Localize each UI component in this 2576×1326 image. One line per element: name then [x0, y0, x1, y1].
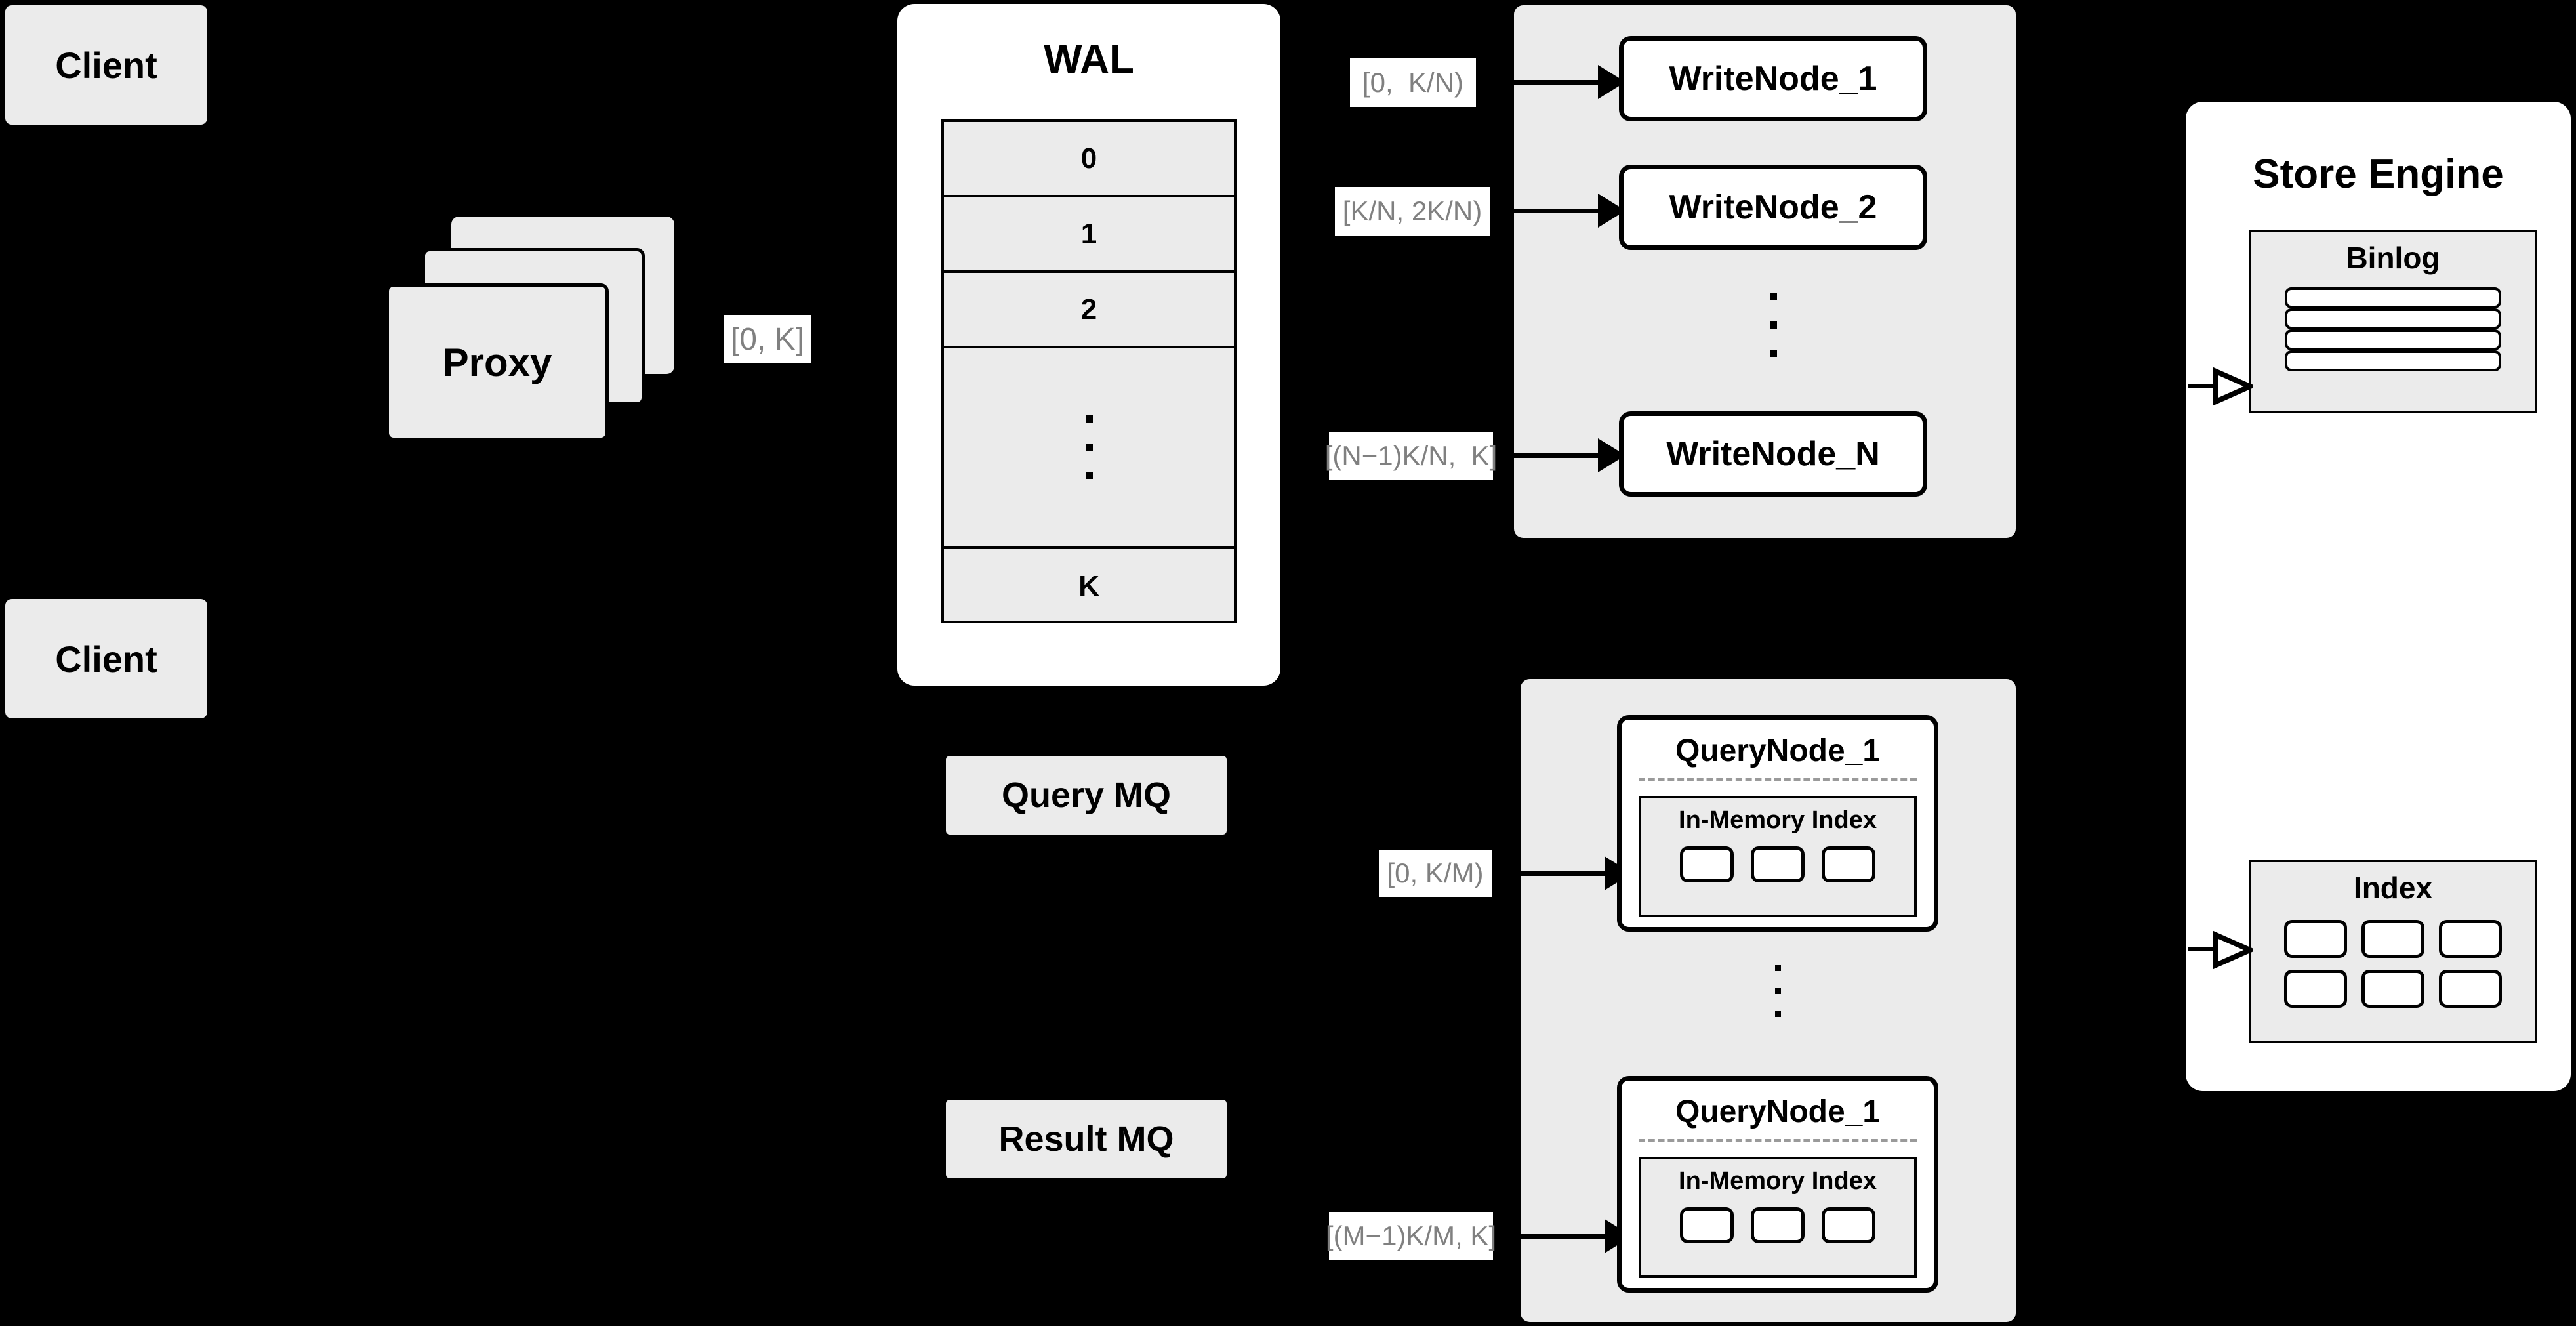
result-mq-box[interactable]: Result MQ	[946, 1100, 1227, 1178]
write-range-text-2: [K/N, 2K/N)	[1342, 196, 1482, 226]
binlog-arrow-head-icon	[2213, 367, 2253, 406]
store-engine-title: Store Engine	[2186, 151, 2571, 197]
write-node-n[interactable]: WriteNode_N	[1619, 411, 1927, 497]
query-range-label-1: [0, K/M)	[1379, 850, 1492, 897]
query-node-2-title: QueryNode_1	[1622, 1094, 1934, 1130]
write-node-1-label: WriteNode_1	[1669, 60, 1877, 98]
wal-row-1: 1	[944, 197, 1234, 273]
wal-range-text: [0, K]	[730, 321, 805, 357]
query-mq-box[interactable]: Query MQ	[946, 756, 1227, 835]
query-node-2-index-title-text: In-Memory Index	[1679, 1167, 1877, 1195]
query-range-text-1: [0, K/M)	[1387, 858, 1484, 888]
query-node-1-index-title-text: In-Memory Index	[1679, 806, 1877, 834]
write-node-1[interactable]: WriteNode_1	[1619, 36, 1927, 121]
write-node-2[interactable]: WriteNode_2	[1619, 165, 1927, 250]
wal-row-0-text: 0	[1080, 142, 1097, 175]
write-range-label-1: [0, K/N)	[1350, 58, 1476, 107]
write-arrow-line-2	[1514, 209, 1599, 213]
wal-row-2-text: 2	[1080, 293, 1097, 325]
write-range-label-n: [(N−1)K/N, K]	[1325, 432, 1497, 480]
query-node-2-index-cell-1[interactable]	[1680, 1207, 1734, 1243]
store-engine-title-text: Store Engine	[2253, 152, 2504, 197]
query-node-1-title: QueryNode_1	[1622, 733, 1934, 769]
index-cell-5[interactable]	[2361, 970, 2424, 1008]
query-node-1-separator	[1639, 778, 1917, 781]
query-node-2-index: In-Memory Index	[1639, 1157, 1917, 1278]
write-range-text-1: [0, K/N)	[1362, 67, 1464, 98]
index-cell-4[interactable]	[2284, 970, 2347, 1008]
wal-range-label: [0, K]	[724, 315, 811, 363]
binlog-arrow-line	[2188, 384, 2215, 388]
wal-row-k: K	[944, 549, 1234, 624]
wal-title-text: WAL	[1044, 37, 1134, 82]
query-node-2-index-cell-3[interactable]	[1822, 1207, 1875, 1243]
index-title-text: Index	[2353, 871, 2433, 905]
index-cell-3[interactable]	[2439, 920, 2502, 958]
query-node-2-index-title: In-Memory Index	[1641, 1167, 1914, 1195]
client-box-2[interactable]: Client	[5, 599, 207, 718]
query-node-1-index-cell-3[interactable]	[1822, 846, 1875, 882]
index-cell-1[interactable]	[2284, 920, 2347, 958]
query-node-2-separator	[1639, 1139, 1917, 1142]
client-label-2: Client	[55, 638, 157, 680]
proxy-label: Proxy	[442, 340, 552, 384]
wal-title: WAL	[897, 36, 1280, 83]
index-arrow-head-icon	[2213, 930, 2253, 970]
write-arrow-line-n	[1514, 453, 1599, 458]
write-node-2-label: WriteNode_2	[1669, 188, 1877, 226]
result-mq-label: Result MQ	[998, 1119, 1174, 1159]
query-node-2-label: QueryNode_1	[1675, 1094, 1881, 1129]
query-node-2[interactable]: QueryNode_1 In-Memory Index	[1617, 1076, 1938, 1293]
wal-row-1-text: 1	[1080, 217, 1097, 250]
query-node-1-index-title: In-Memory Index	[1641, 806, 1914, 835]
query-range-label-2: [(M−1)K/M, K]	[1325, 1212, 1497, 1260]
write-arrow-line-1	[1514, 80, 1599, 85]
binlog-bar-1[interactable]	[2285, 287, 2501, 308]
query-node-ellipsis	[1617, 932, 1938, 1050]
wal-row-ellipsis	[944, 348, 1234, 549]
query-node-1-index-cell-1[interactable]	[1680, 846, 1734, 882]
write-node-n-label: WriteNode_N	[1666, 435, 1880, 473]
binlog-title: Binlog	[2251, 240, 2535, 276]
query-range-text-2: [(M−1)K/M, K]	[1325, 1220, 1497, 1251]
query-arrow-line-1	[1521, 871, 1606, 876]
wal-table: 0 1 2 K	[941, 119, 1237, 623]
query-node-1-label: QueryNode_1	[1675, 734, 1881, 768]
index-arrow-line	[2188, 947, 2215, 951]
wal-row-k-text: K	[1078, 570, 1099, 602]
write-range-text-n: [(N−1)K/N, K]	[1324, 440, 1498, 471]
index-cell-2[interactable]	[2361, 920, 2424, 958]
query-node-1-index: In-Memory Index	[1639, 796, 1917, 917]
binlog-bar-3[interactable]	[2285, 329, 2501, 350]
index-block: Index	[2249, 860, 2537, 1043]
wal-row-2: 2	[944, 273, 1234, 348]
proxy-box[interactable]: Proxy	[386, 283, 609, 441]
index-cell-6[interactable]	[2439, 970, 2502, 1008]
binlog-bar-4[interactable]	[2285, 350, 2501, 371]
query-mq-label: Query MQ	[1001, 776, 1172, 815]
binlog-title-text: Binlog	[2346, 241, 2440, 275]
client-box-1[interactable]: Client	[5, 5, 207, 125]
write-range-label-2: [K/N, 2K/N)	[1335, 187, 1490, 236]
query-node-2-index-cell-2[interactable]	[1751, 1207, 1805, 1243]
query-node-1-index-cell-2[interactable]	[1751, 846, 1805, 882]
client-label-1: Client	[55, 44, 157, 86]
index-title: Index	[2251, 870, 2535, 905]
query-node-1[interactable]: QueryNode_1 In-Memory Index	[1617, 715, 1938, 932]
write-node-ellipsis	[1619, 276, 1927, 374]
query-arrow-line-2	[1521, 1234, 1606, 1239]
wal-row-0: 0	[944, 122, 1234, 197]
binlog-bar-2[interactable]	[2285, 308, 2501, 329]
binlog-block: Binlog	[2249, 230, 2537, 413]
